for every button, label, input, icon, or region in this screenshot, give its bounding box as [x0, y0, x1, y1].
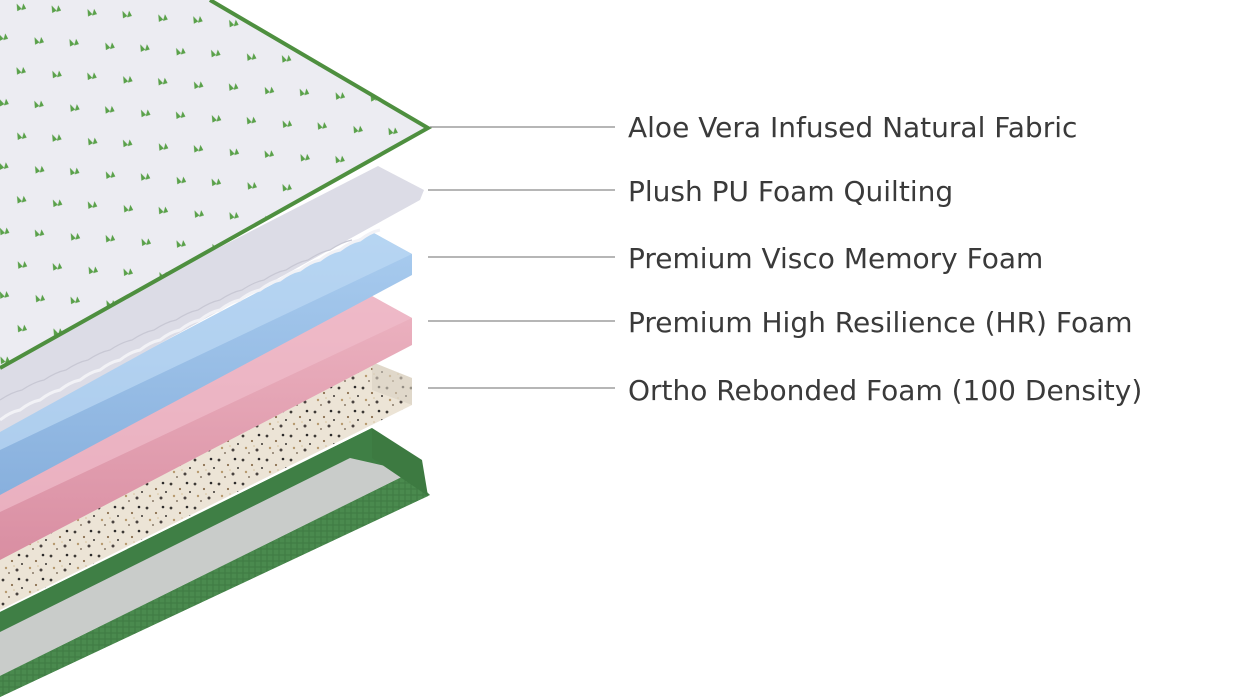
base-layer	[0, 428, 430, 697]
label-visco-memory-foam: Premium Visco Memory Foam	[628, 242, 1044, 275]
layer-hr-foam	[0, 296, 412, 560]
label-ortho-rebonded-foam: Ortho Rebonded Foam (100 Density)	[628, 374, 1143, 407]
label-hr-foam: Premium High Resilience (HR) Foam	[628, 306, 1133, 339]
layer-visco-memory-foam	[0, 232, 412, 495]
label-pu-foam-quilting: Plush PU Foam Quilting	[628, 175, 954, 208]
layer-aloe-vera-fabric	[0, 0, 433, 370]
label-aloe-vera-fabric: Aloe Vera Infused Natural Fabric	[628, 111, 1078, 144]
leader-lines	[428, 126, 615, 389]
layer-pu-foam-quilting	[0, 166, 424, 432]
layer-ortho-rebonded-foam	[0, 362, 412, 610]
